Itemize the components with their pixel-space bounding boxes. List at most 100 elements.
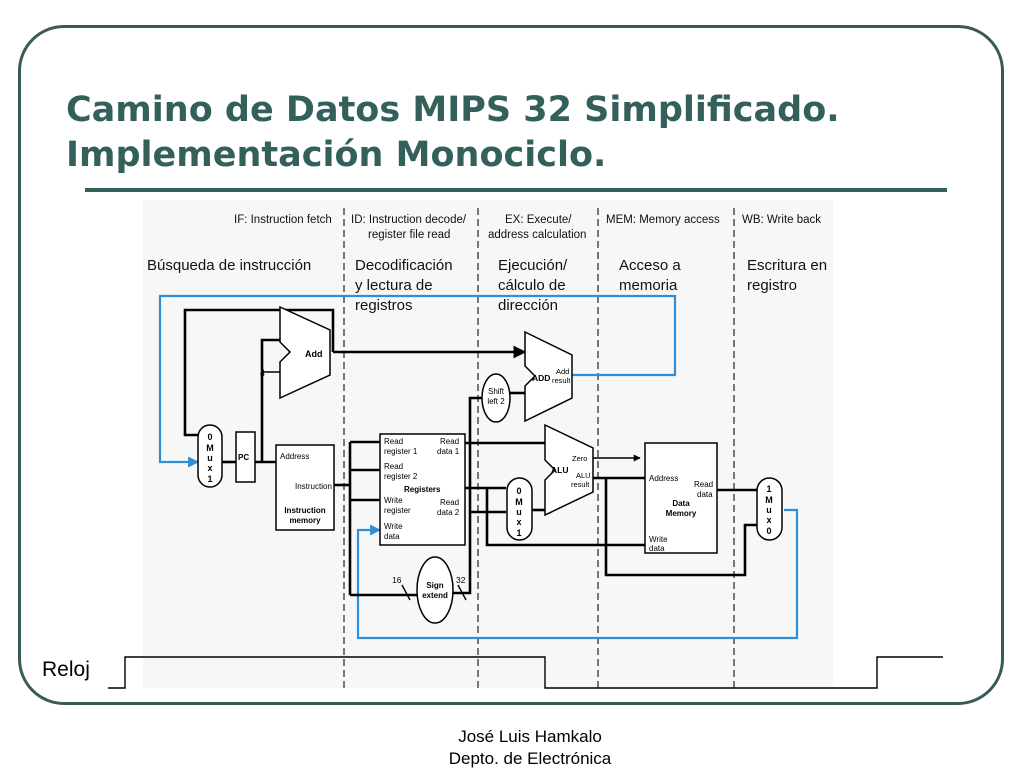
stage-wb-header: WB: Write back — [742, 214, 821, 226]
mux-wb-u: u — [766, 505, 772, 515]
dmem-title-2: Memory — [666, 509, 697, 518]
mux-alu-in1: 1 — [516, 528, 521, 538]
bits-16: 16 — [392, 575, 402, 585]
stage-ex-desc-2: cálculo de — [498, 277, 566, 294]
thin-wires — [262, 371, 467, 601]
pc-label: PC — [238, 453, 249, 462]
sign-extend — [416, 556, 454, 624]
alu-result-1: ALU — [576, 471, 591, 480]
data-memory — [644, 442, 718, 554]
mux-writeback — [756, 477, 783, 541]
stage-separators — [343, 208, 735, 688]
footer-author: José Luis Hamkalo — [458, 727, 602, 746]
stage-mem-header: MEM: Memory access — [606, 214, 720, 226]
const-four: 4 — [260, 368, 265, 378]
shift-label-1: Shift — [488, 387, 505, 396]
mux-alu-u: u — [516, 507, 522, 517]
stage-id-desc-3: registros — [355, 297, 413, 314]
regs-read-data2-a: Read — [440, 498, 459, 507]
stage-if-header: IF: Instruction fetch — [234, 214, 332, 226]
blue-wires — [158, 294, 799, 640]
mux-pc-in1: 1 — [207, 474, 212, 484]
regs-read-data2-b: data 2 — [437, 508, 460, 517]
dmem-write-data-1: Write — [649, 535, 668, 544]
slide-frame — [18, 25, 1004, 705]
clock-waveform — [108, 656, 943, 689]
dmem-write-data-2: data — [649, 544, 665, 553]
clock-label: Reloj — [42, 658, 90, 681]
stage-id-header-1: ID: Instruction decode/ — [351, 214, 467, 226]
mux-pc-m: M — [206, 443, 214, 453]
stage-mem-desc-2: memoria — [619, 277, 678, 294]
regs-read-reg1-a: Read — [384, 437, 403, 446]
stage-id-desc-2: y lectura de — [355, 277, 433, 294]
sign-extend-label-1: Sign — [426, 581, 443, 590]
stage-ex-header-1: EX: Execute/ — [505, 214, 572, 226]
adder-pc4 — [279, 305, 331, 400]
shift-left-2 — [481, 373, 511, 423]
mux-alu-x: x — [516, 517, 521, 527]
regs-write-reg-a: Write — [384, 496, 403, 505]
stage-ex-header-2: address calculation — [488, 229, 586, 241]
adder-branch-result-1: Add — [556, 367, 569, 376]
mux-alu-in0: 0 — [516, 486, 521, 496]
mux-wb-in0: 0 — [766, 526, 771, 536]
regs-write-reg-b: register — [384, 506, 411, 515]
dmem-read-data-1: Read — [694, 480, 713, 489]
alu-zero: Zero — [572, 454, 587, 463]
stage-wb-desc-2: registro — [747, 277, 797, 294]
mux-wb-m: M — [765, 495, 773, 505]
stage-headers: IF: Instruction fetch ID: Instruction de… — [234, 214, 821, 241]
bits-32: 32 — [456, 575, 466, 585]
mux-pc-in0: 0 — [207, 432, 212, 442]
stage-ex-desc-3: dirección — [498, 297, 558, 314]
regs-read-reg2-a: Read — [384, 462, 403, 471]
writeback-wire — [356, 508, 799, 640]
adder-branch-result-2: result — [552, 376, 571, 385]
regs-read-data1-b: data 1 — [437, 447, 460, 456]
stage-ex-desc-1: Ejecución/ — [498, 257, 568, 274]
adder-branch-label: ADD — [532, 373, 550, 383]
title-line-2: Implementación Monociclo. — [66, 135, 607, 175]
mux-pc — [197, 424, 223, 488]
dmem-title-1: Data — [672, 499, 690, 508]
register-file — [379, 433, 466, 546]
mux-wb-x: x — [766, 515, 771, 525]
branch-target-wire — [158, 294, 677, 468]
stage-wb-desc-1: Escritura en — [747, 257, 827, 274]
dmem-read-data-2: data — [697, 490, 713, 499]
title-line-1: Camino de Datos MIPS 32 Simplificado. — [66, 90, 840, 130]
regs-write-data-a: Write — [384, 522, 403, 531]
dmem-address: Address — [649, 474, 678, 483]
regs-title: Registers — [404, 485, 441, 494]
footer: José Luis Hamkalo Depto. de Electrónica — [360, 726, 700, 770]
footer-department: Depto. de Electrónica — [448, 749, 612, 768]
instruction-memory — [275, 444, 335, 531]
stage-id-desc-1: Decodificación — [355, 257, 453, 274]
stage-id-header-2: register file read — [368, 229, 450, 241]
page-title: Camino de Datos MIPS 32 Simplificado. Im… — [66, 88, 840, 178]
mux-pc-u: u — [207, 453, 213, 463]
stage-if-desc: Búsqueda de instrucción — [147, 257, 311, 274]
stage-mem-desc-1: Acceso a — [619, 257, 681, 274]
adder-pc4-label: Add — [305, 349, 323, 359]
regs-write-data-b: data — [384, 532, 400, 541]
imem-title-2: memory — [289, 516, 321, 525]
regs-read-data1-a: Read — [440, 437, 459, 446]
mux-alu — [506, 477, 533, 541]
alu-label: ALU — [551, 465, 568, 475]
imem-title-1: Instruction — [284, 506, 325, 515]
mux-pc-x: x — [207, 463, 212, 473]
alu-result-2: result — [571, 480, 590, 489]
regs-read-reg2-b: register 2 — [384, 472, 418, 481]
sign-extend-label-2: extend — [422, 591, 448, 600]
shift-label-2: left 2 — [487, 397, 505, 406]
imem-address: Address — [280, 452, 309, 461]
regs-read-reg1-b: register 1 — [384, 447, 418, 456]
pc-register — [235, 431, 256, 483]
title-underline — [85, 188, 947, 192]
alu — [544, 423, 594, 517]
stage-descriptions: Búsqueda de instrucción Decodificación y… — [147, 257, 827, 314]
imem-instruction: Instruction — [295, 482, 332, 491]
